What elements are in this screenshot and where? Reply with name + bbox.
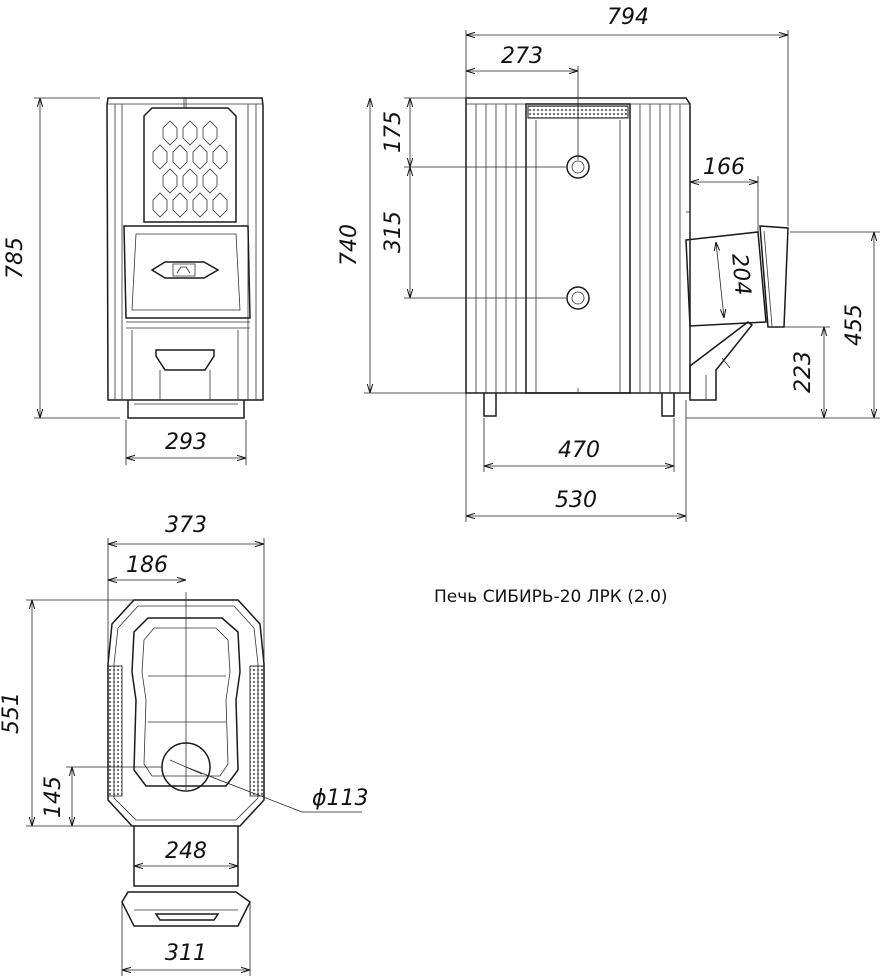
perforation-right — [250, 666, 264, 796]
dim-legs-spacing: 470 — [558, 438, 600, 463]
dim-chimney-offset: 166 — [703, 155, 745, 180]
dim-flue-offset: 145 — [41, 776, 66, 818]
side-view — [364, 30, 880, 522]
hexagon-grille — [153, 121, 227, 217]
top-view — [26, 538, 362, 976]
chimney-branch — [686, 212, 788, 400]
front-view — [34, 98, 263, 465]
dim-flue-diameter: ϕ113 — [312, 786, 369, 811]
dim-top-center-offset: 186 — [126, 553, 168, 578]
drawing-caption: Печь СИБИРЬ-20 ЛРК (2.0) — [434, 587, 668, 607]
dim-side-top-to-hole: 175 — [381, 111, 406, 153]
dim-top-total-width: 373 — [165, 513, 207, 538]
dim-tunnel-width: 248 — [165, 839, 207, 864]
dim-chimney-size: 204 — [726, 252, 755, 296]
connection-lower — [567, 287, 589, 309]
door-handle — [152, 262, 218, 278]
dim-side-to-door: 273 — [501, 44, 543, 69]
dim-body-depth: 530 — [555, 488, 597, 513]
perforation-left — [108, 666, 122, 796]
dim-top-depth: 551 — [0, 692, 24, 734]
dim-chimney-height: 455 — [842, 304, 867, 346]
door-top — [122, 892, 250, 926]
dim-front-height: 785 — [3, 237, 28, 279]
dim-side-total-length: 794 — [607, 5, 649, 30]
dim-side-hole-spacing: 315 — [381, 211, 406, 253]
dim-front-width: 293 — [165, 430, 207, 455]
dim-chimney-base-height: 223 — [791, 351, 816, 393]
dim-door-width: 311 — [165, 941, 207, 966]
dim-side-height: 740 — [337, 224, 362, 266]
